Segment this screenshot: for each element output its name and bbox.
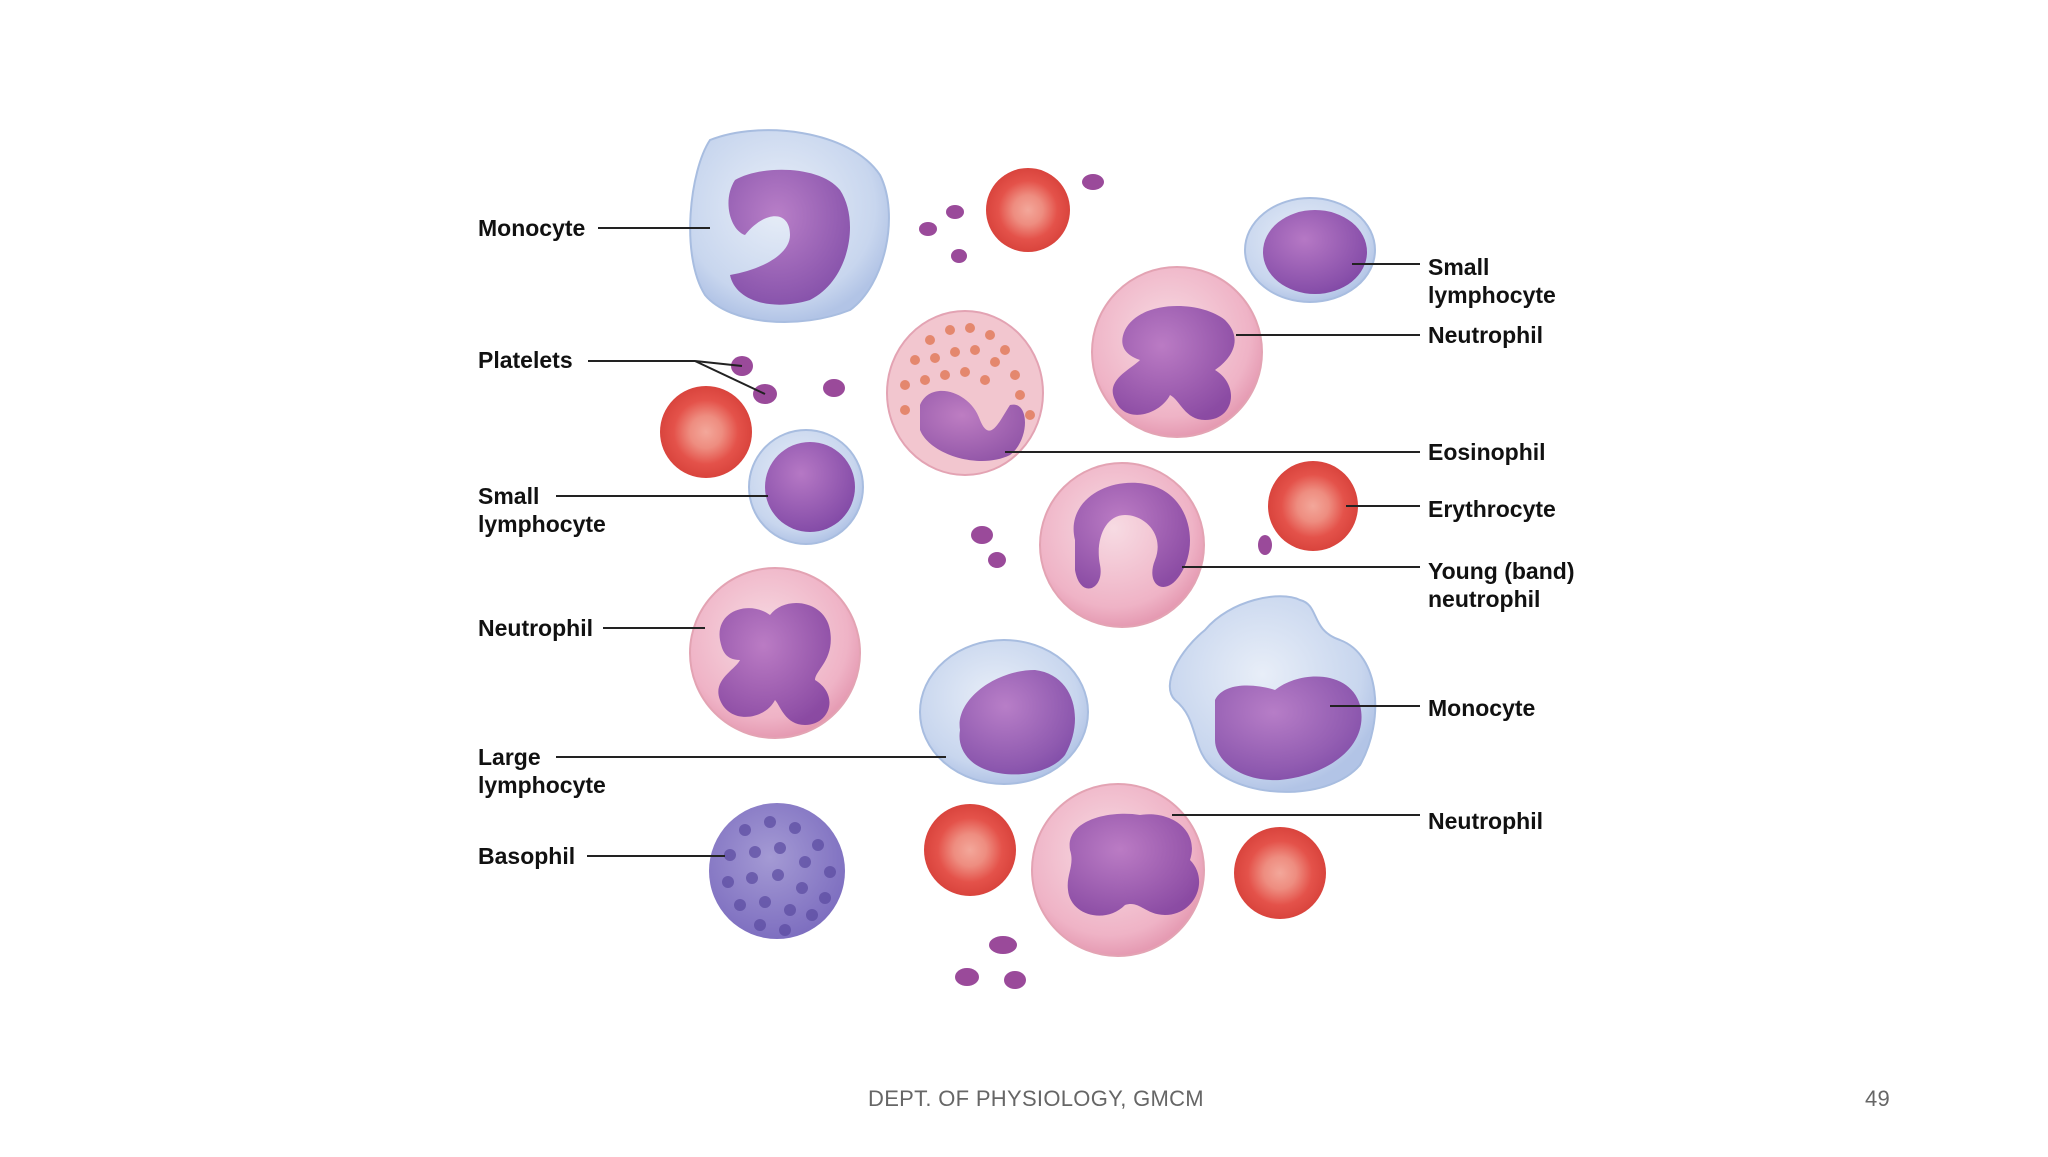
erythrocyte-bottom-left xyxy=(924,804,1016,896)
footer-department: DEPT. OF PHYSIOLOGY, GMCM xyxy=(868,1086,1204,1111)
monocyte-cell-left xyxy=(689,129,890,323)
erythrocyte-bottom-right xyxy=(1234,827,1326,919)
eosinophil-cell xyxy=(886,310,1044,476)
platelets-top xyxy=(919,174,1104,263)
label-monocyte-right: Monocyte xyxy=(1428,695,1536,721)
slide-page-number: 49 xyxy=(1865,1086,1891,1111)
erythrocyte-left xyxy=(660,386,752,478)
erythrocyte-right xyxy=(1268,461,1358,551)
leader-lines xyxy=(556,227,1420,857)
neutrophil-cell-bottom xyxy=(1031,783,1205,957)
small-lymphocyte-left xyxy=(748,429,864,545)
platelets-center xyxy=(971,526,1272,568)
leader-line-platelets-b xyxy=(694,360,743,367)
label-basophil: Basophil xyxy=(478,843,576,869)
neutrophil-cell-top-right xyxy=(1091,266,1263,438)
band-neutrophil-cell xyxy=(1039,462,1205,628)
label-platelets: Platelets xyxy=(478,347,573,373)
platelets-bottom xyxy=(955,936,1026,989)
label-neutrophil-left: Neutrophil xyxy=(478,615,593,641)
label-monocyte-left: Monocyte xyxy=(478,215,586,241)
erythrocyte-top xyxy=(986,168,1070,252)
platelets-left xyxy=(731,356,845,404)
neutrophil-cell-left xyxy=(689,567,861,739)
monocyte-cell-right xyxy=(1168,595,1377,793)
label-small-lymphocyte-right-line2: lymphocyte xyxy=(1428,282,1556,308)
label-erythrocyte: Erythrocyte xyxy=(1428,496,1556,522)
label-large-lymphocyte-line2: lymphocyte xyxy=(478,772,606,798)
large-lymphocyte-cell xyxy=(919,639,1089,785)
label-large-lymphocyte-line1: Large xyxy=(478,744,541,770)
label-band-neutrophil-line2: neutrophil xyxy=(1428,586,1541,612)
label-small-lymphocyte-left-line2: lymphocyte xyxy=(478,511,606,537)
label-small-lymphocyte-left-line1: Small xyxy=(478,483,540,509)
small-lymphocyte-right xyxy=(1244,197,1376,303)
label-eosinophil: Eosinophil xyxy=(1428,439,1546,465)
label-band-neutrophil-line1: Young (band) xyxy=(1428,558,1575,584)
leader-line-platelets-c xyxy=(694,360,766,395)
label-small-lymphocyte-right-line1: Small xyxy=(1428,254,1490,280)
basophil-cell xyxy=(709,803,845,939)
label-neutrophil-right-bottom: Neutrophil xyxy=(1428,808,1543,834)
label-neutrophil-right-top: Neutrophil xyxy=(1428,322,1543,348)
